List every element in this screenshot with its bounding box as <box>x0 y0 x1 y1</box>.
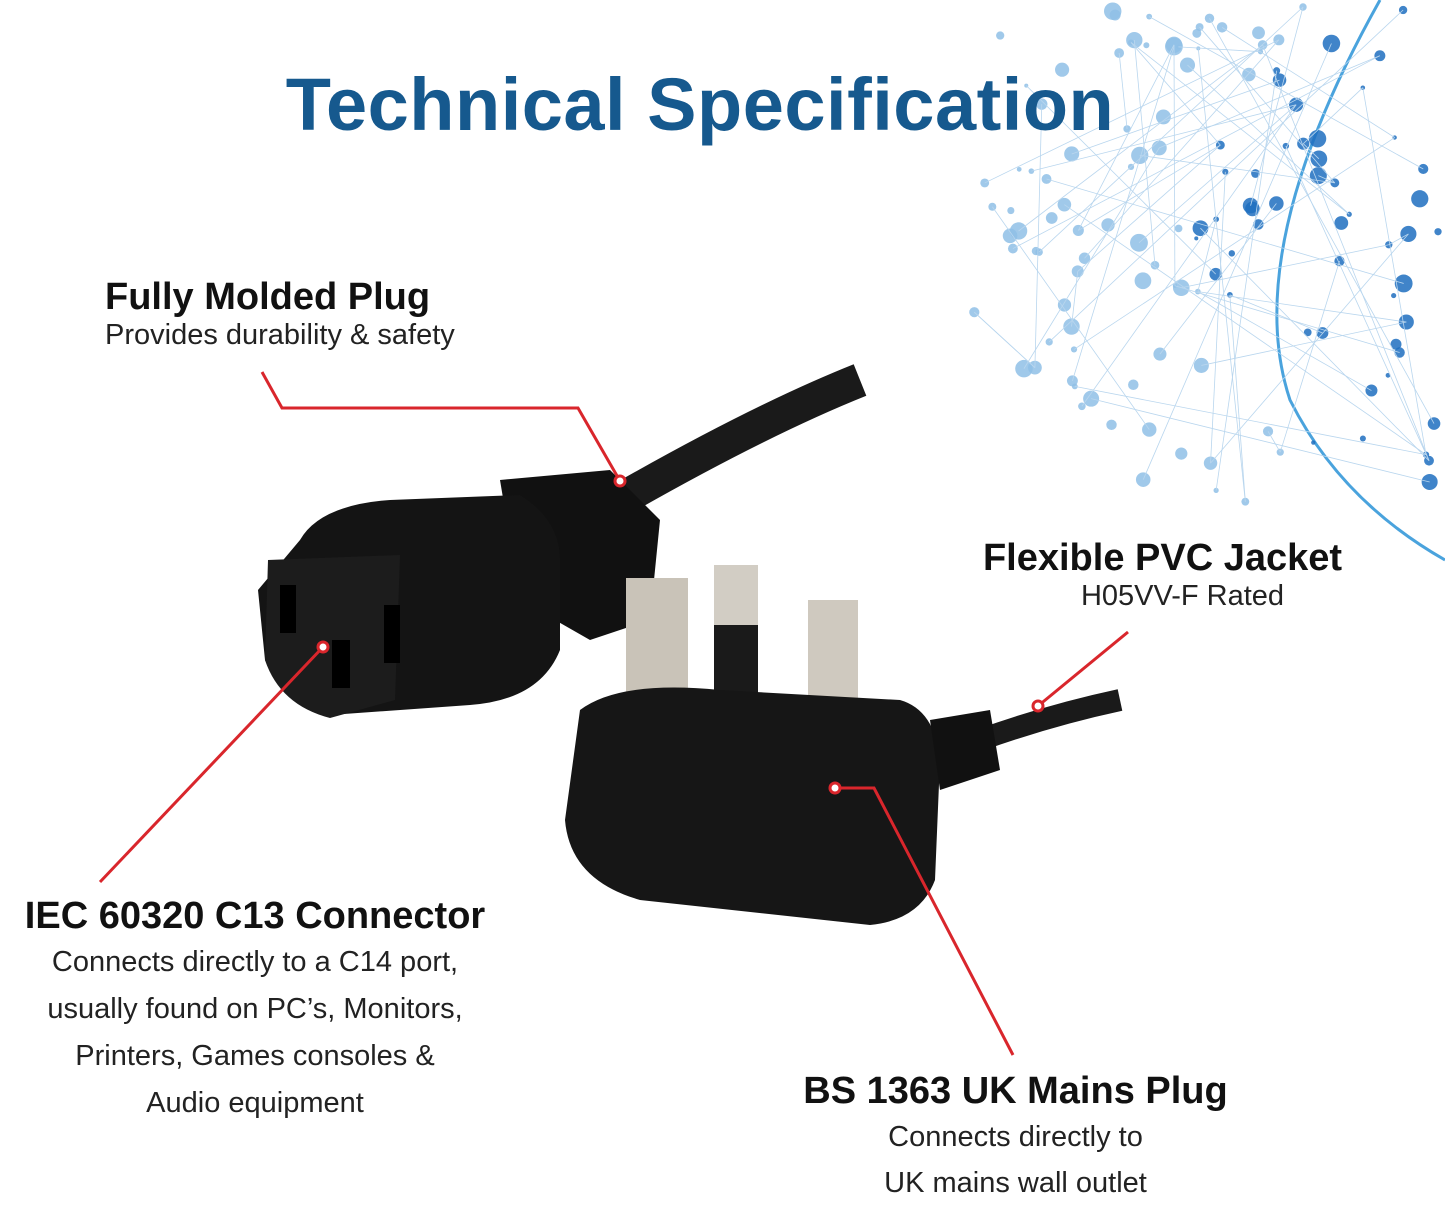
uk-plug-image <box>565 565 1000 925</box>
cable-c13 <box>611 364 867 515</box>
feature-desc: Printers, Games consoles & <box>75 1040 435 1072</box>
feature-heading: Fully Molded Plug <box>105 276 431 318</box>
feature-desc: Audio equipment <box>146 1087 364 1119</box>
feature-heading: IEC 60320 C13 Connector <box>24 895 486 937</box>
feature-uk-plug: BS 1363 UK Mains Plug Connects directly … <box>778 1068 1253 1206</box>
c13-connector-image <box>258 470 660 718</box>
feature-desc: Connects directly to <box>888 1121 1143 1153</box>
globe-network-graphic <box>969 0 1445 562</box>
feature-pvc-jacket: Flexible PVC Jacket H05VV-F Rated <box>965 537 1360 613</box>
feature-desc: Provides durability & safety <box>105 319 455 351</box>
feature-desc: Connects directly to a C14 port, <box>51 946 459 978</box>
feature-heading: BS 1363 UK Mains Plug <box>803 1070 1228 1112</box>
feature-heading: Flexible PVC Jacket <box>982 537 1343 579</box>
feature-desc: usually found on PC’s, Monitors, <box>47 993 463 1025</box>
cable-uk <box>976 689 1123 751</box>
feature-molded-plug: Fully Molded Plug Provides durability & … <box>105 276 455 352</box>
page-title: Technical Specification <box>285 63 1115 146</box>
callout-lines <box>98 371 1129 1056</box>
feature-desc: H05VV-F Rated <box>1080 580 1285 612</box>
feature-desc: UK mains wall outlet <box>884 1167 1147 1199</box>
feature-c13-connector: IEC 60320 C13 Connector Connects directl… <box>0 893 510 1127</box>
